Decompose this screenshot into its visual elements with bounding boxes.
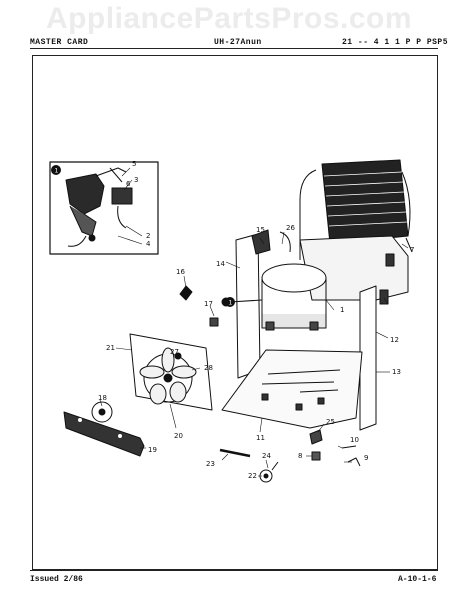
inset-marker-text: 1 [55, 168, 59, 175]
callout-1: 1 [340, 306, 344, 314]
callout-6: 6 [126, 180, 131, 188]
callout-2: 2 [146, 232, 150, 240]
callout-24: 24 [262, 452, 271, 460]
footer-issued: Issued 2/86 [30, 575, 83, 584]
compressor-marker-text: 1 [229, 300, 233, 307]
callout-26: 26 [286, 224, 295, 232]
condenser-coil [299, 159, 413, 262]
callout-13: 13 [392, 368, 401, 376]
callout-25: 25 [326, 418, 335, 426]
callout-15: 15 [256, 226, 265, 234]
callout-9: 9 [364, 454, 368, 462]
callout-22: 22 [248, 472, 257, 480]
callout-7: 7 [410, 246, 414, 254]
fan-assembly [129, 333, 213, 411]
footer-rule [30, 570, 438, 571]
callout-27: 27 [170, 348, 179, 356]
callout-18: 18 [98, 394, 107, 402]
header-right: 21 -- 4 1 1 P P PSP5 [342, 38, 449, 47]
footer-page-code: A-10-1-6 [398, 575, 437, 584]
compressor [221, 263, 327, 331]
callout-3: 3 [134, 176, 138, 184]
header-left: MASTER CARD [30, 38, 89, 47]
callout-8: 8 [298, 452, 302, 460]
inset-marker [51, 165, 61, 175]
callout-28: 28 [204, 364, 213, 372]
callout-4: 4 [146, 240, 151, 248]
diagram-frame [32, 55, 438, 570]
header-model: UH-27Anun [214, 38, 262, 47]
callout-5: 5 [132, 160, 136, 168]
compressor-marker [225, 297, 235, 307]
callout-23: 23 [206, 460, 215, 468]
callout-10: 10 [350, 436, 359, 444]
callout-16: 16 [176, 268, 185, 276]
callout-11: 11 [256, 434, 265, 442]
callout-14: 14 [216, 260, 225, 268]
watermark: AppliancePartsPros.com [45, 2, 413, 35]
callout-17: 17 [204, 300, 213, 308]
callout-21: 21 [106, 344, 115, 352]
header-rule [30, 48, 438, 49]
inset-detail [49, 161, 159, 255]
callout-19: 19 [148, 446, 157, 454]
callout-12: 12 [390, 336, 399, 344]
callout-20: 20 [174, 432, 183, 440]
